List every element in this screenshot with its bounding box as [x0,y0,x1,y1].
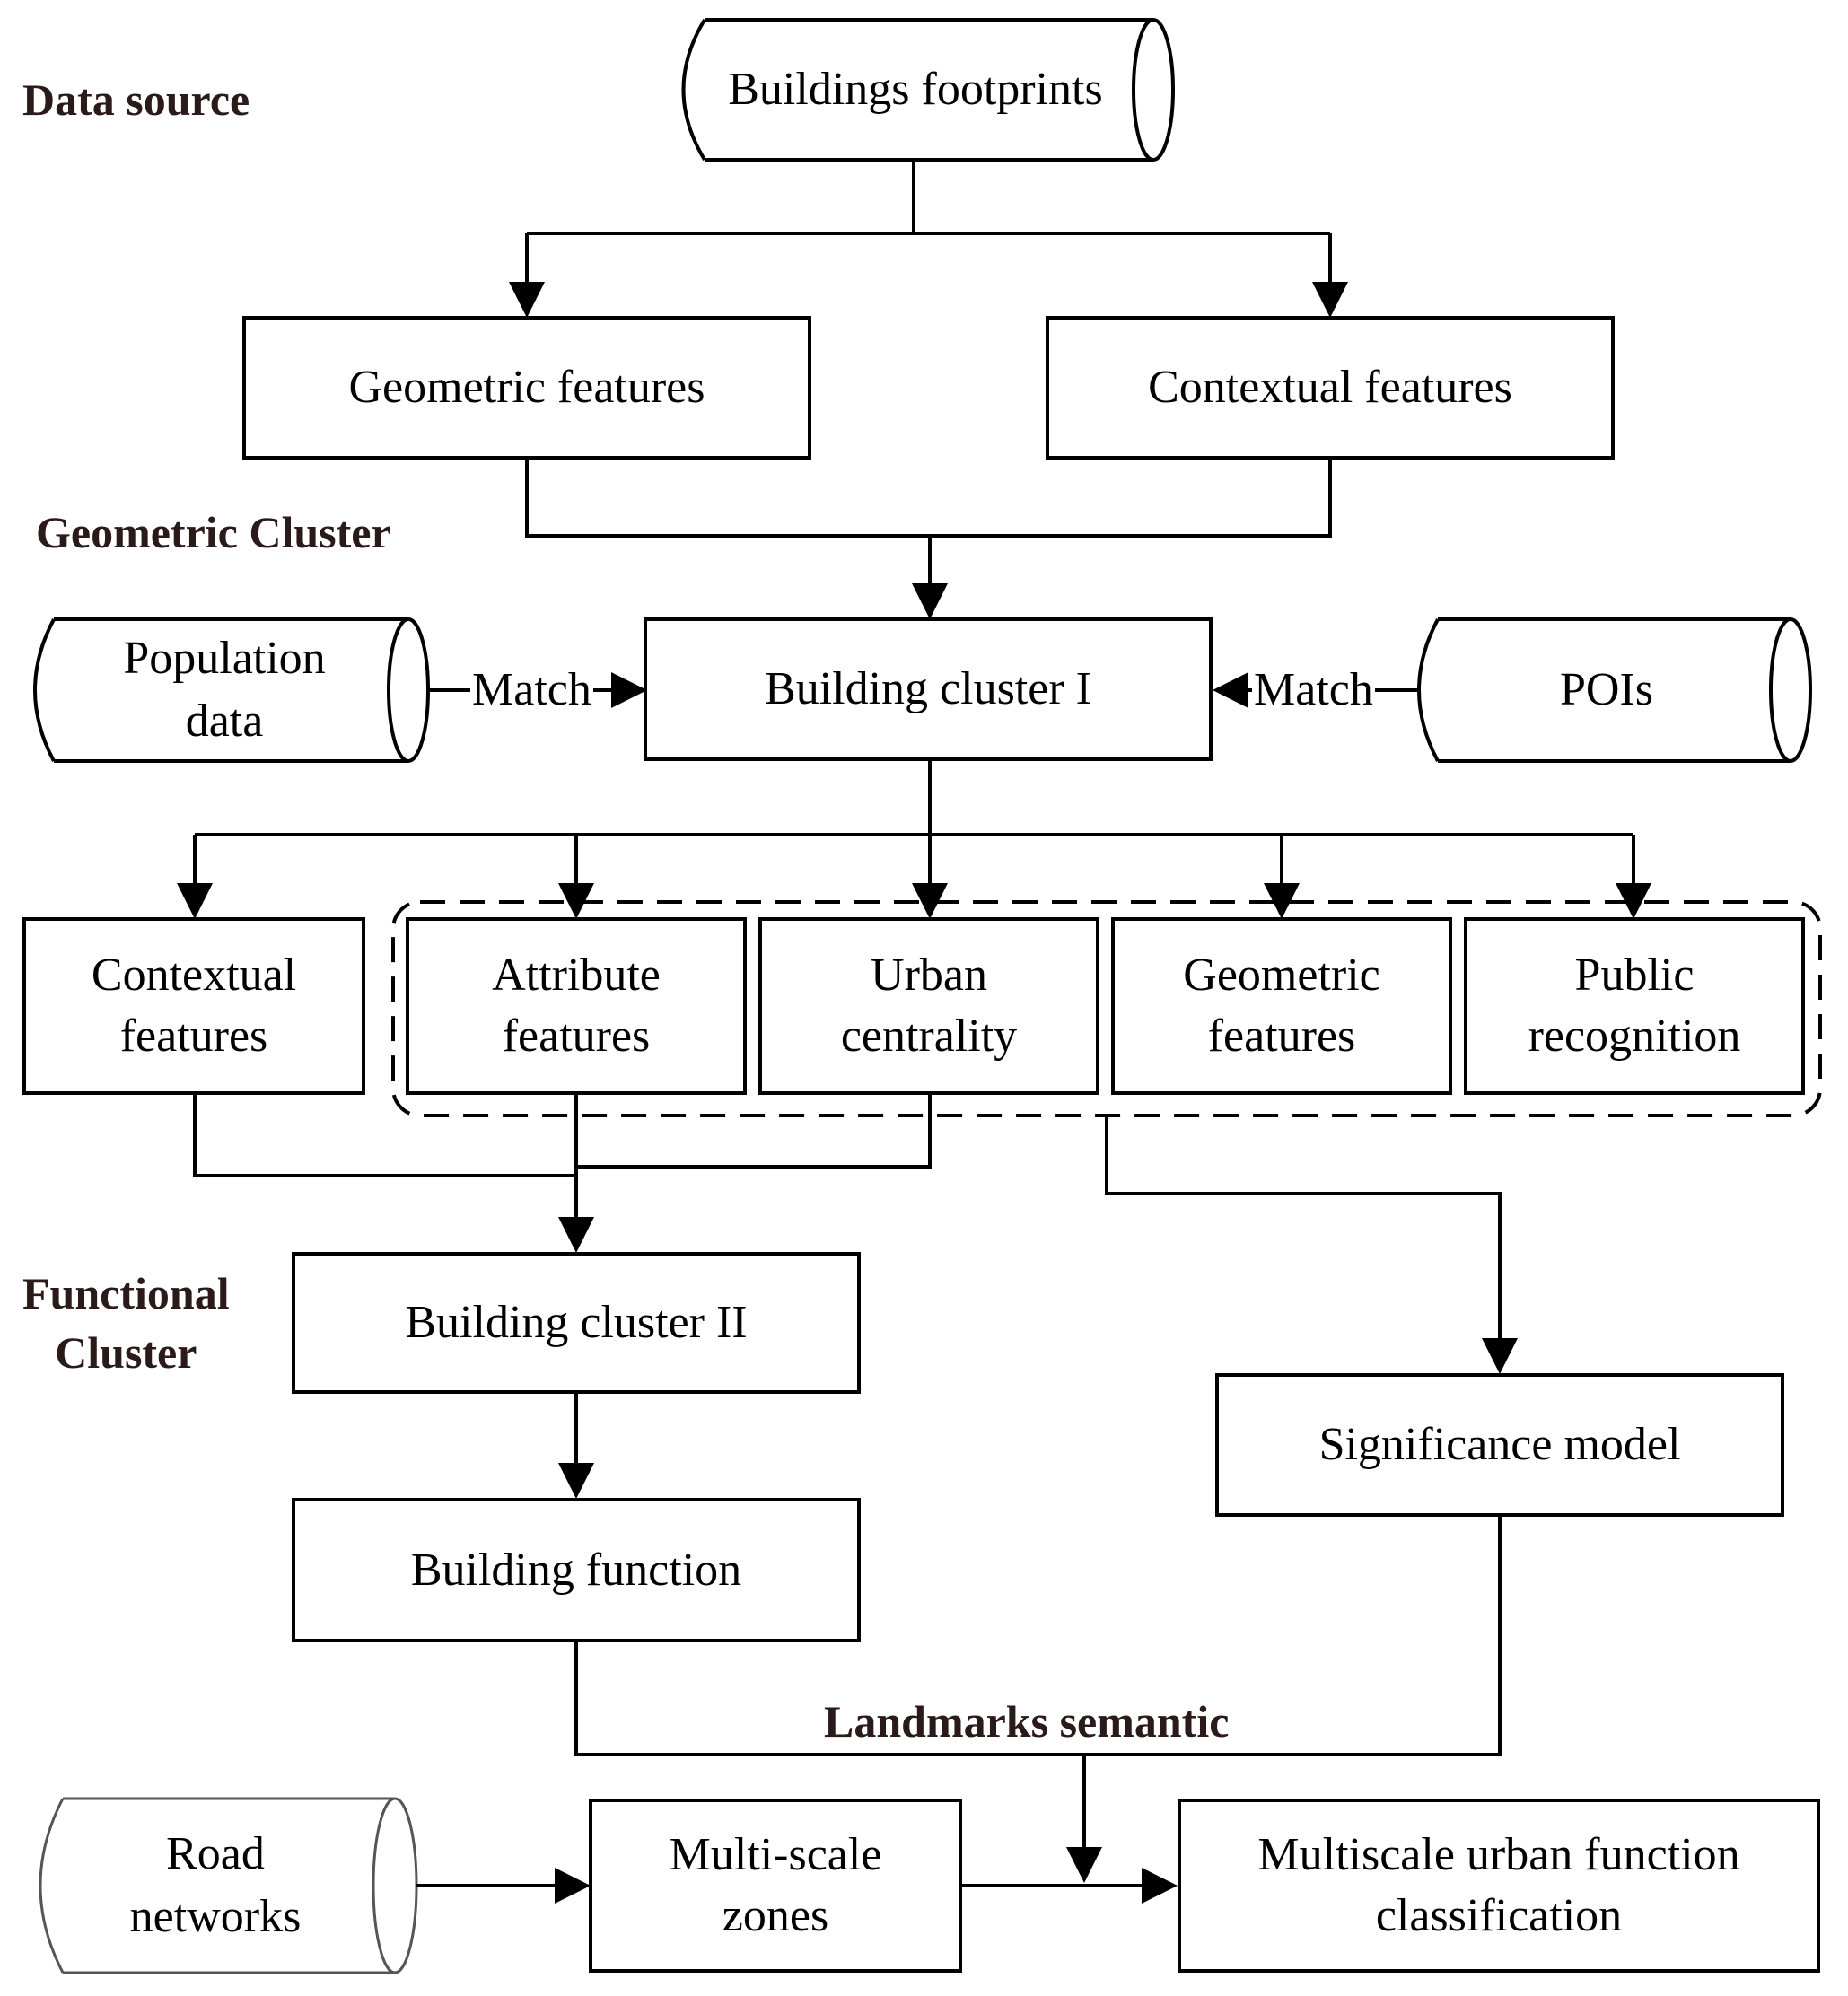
edge-to-significance-model [1105,1116,1518,1374]
edge-label-match-right: Match [1252,663,1375,717]
data-store-pois: POIs [1559,664,1654,715]
box-urban-centrality: Urban centrality [758,917,1099,1095]
box-multi-scale-zones: Multi-scale zones [589,1799,962,1973]
data-store-population-data: Population data [123,633,326,747]
box-significance-model: Significance model [1215,1373,1784,1517]
edge-footprints-split [527,160,1330,235]
data-store-road-networks: Road networks [129,1828,302,1942]
data-store-buildings-footprints: Buildings footprints [728,64,1103,115]
section-label-data-source: Data source [22,74,250,125]
section-label-functional-cluster: Functional Cluster [22,1268,230,1378]
box-contextual-features: Contextual features [22,917,365,1095]
edge-merge-top [525,460,1332,538]
box-public-recognition: Public recognition [1464,917,1805,1095]
buildings-footprints-cylinder-shape [681,18,1175,162]
box-building-cluster-1: Building cluster I [644,617,1213,761]
box-geometric-features: Geometric features [1111,917,1452,1095]
box-building-function: Building function [292,1498,861,1642]
box-contextual-features-top: Contextual features [1046,316,1615,460]
box-geometric-features-top: Geometric features [242,316,811,460]
box-building-cluster-2: Building cluster II [292,1252,861,1394]
box-multiscale-classification: Multiscale urban function classification [1178,1799,1820,1973]
population-data-cylinder-shape [33,617,430,763]
edge-cluster1-split [195,761,1633,836]
section-label-geometric-cluster: Geometric Cluster [36,507,391,557]
edge-landmarks-merge [574,1517,1502,1756]
pois-cylinder-shape [1417,617,1812,763]
box-attribute-features: Attribute features [406,917,747,1095]
section-label-landmarks-semantic: Landmarks semantic [824,1696,1230,1746]
edge-features-merge [193,1095,932,1177]
edge-label-match-left: Match [470,663,593,717]
